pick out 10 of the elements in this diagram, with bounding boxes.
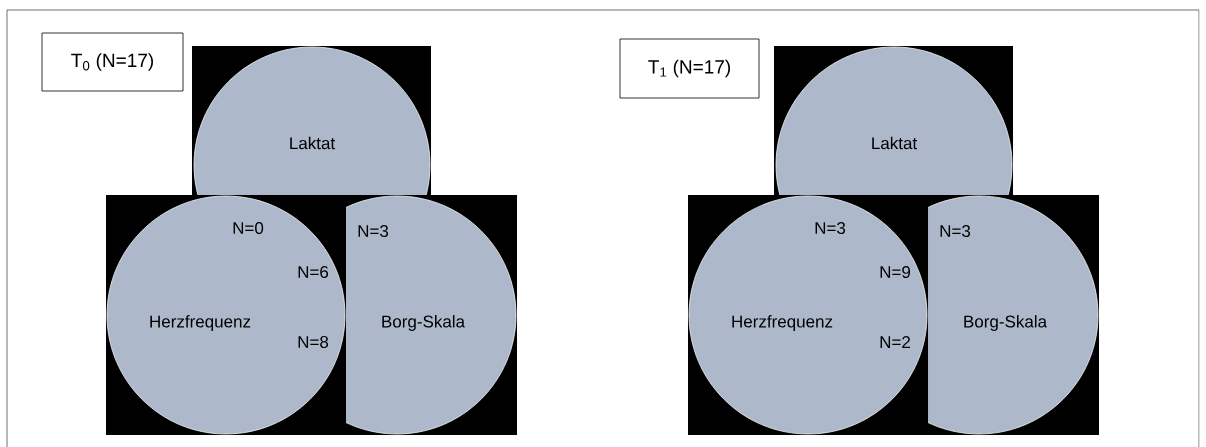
count-label: N=3 — [358, 225, 389, 238]
count-label: N=3 — [815, 222, 846, 235]
count-label: N=0 — [233, 222, 264, 235]
count-label: N=6 — [298, 266, 329, 279]
count-label: N=9 — [880, 266, 911, 279]
title-box: T$_{0}$ (N=17) — [41, 32, 184, 92]
count-label: N=8 — [298, 336, 329, 349]
count-label: N=3 — [940, 225, 971, 238]
title-box: T$_{1}$ (N=17) — [619, 38, 760, 99]
count-label: N=2 — [880, 336, 910, 348]
